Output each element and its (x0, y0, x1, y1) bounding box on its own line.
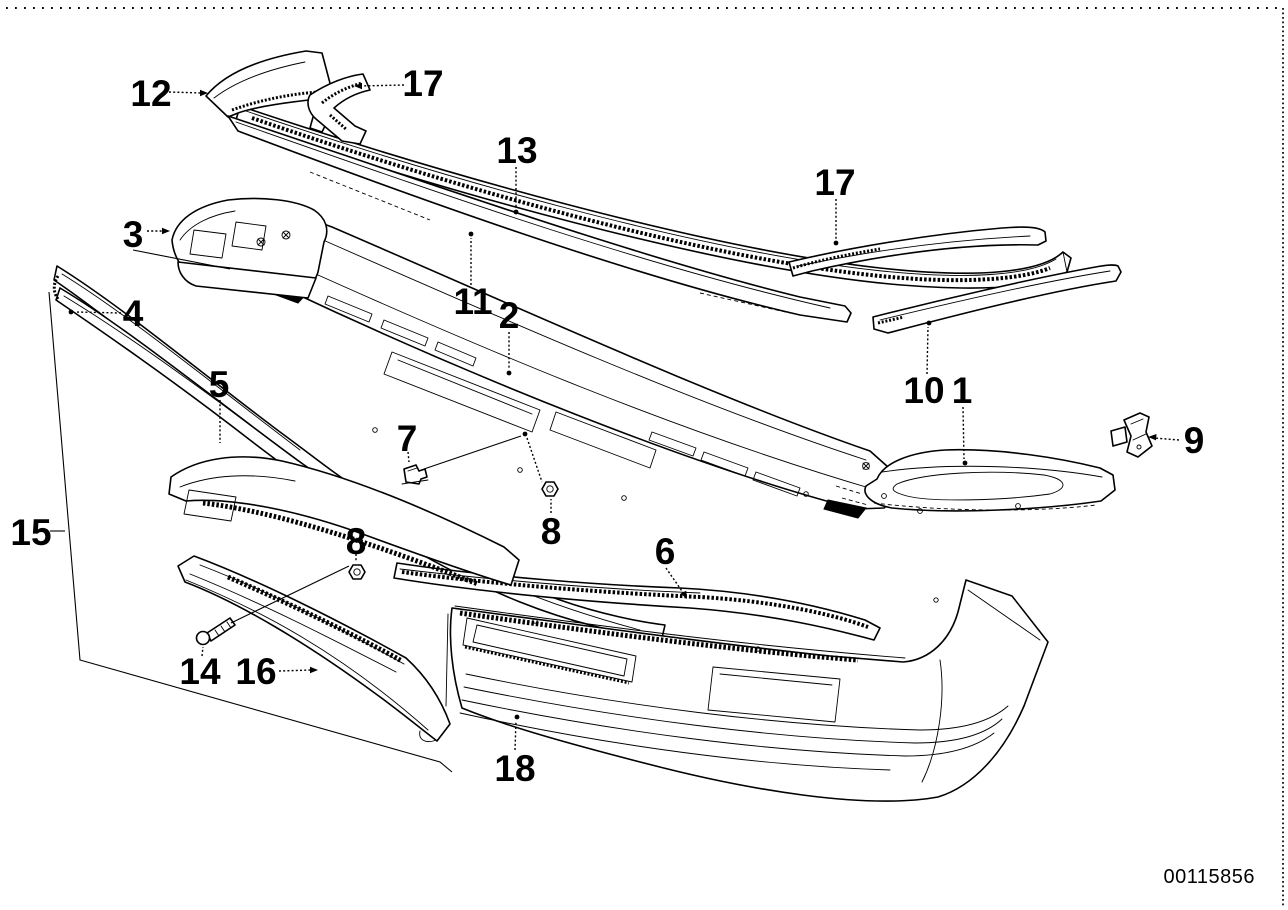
callout-3: 3 (123, 214, 144, 255)
callout-8-center: 8 (541, 511, 562, 552)
callout-17-right: 17 (814, 162, 855, 203)
part-9-bracket (1110, 412, 1153, 458)
part-7-clip (401, 464, 429, 485)
part-8-nut-center (541, 481, 559, 497)
callout-13: 13 (496, 130, 537, 171)
callout-4: 4 (123, 293, 144, 334)
part-1-end-piece-right (864, 448, 1116, 514)
callout-18: 18 (494, 748, 535, 789)
callout-14: 14 (179, 651, 221, 692)
part-14-screw (195, 617, 236, 646)
part-11-blade-strip (227, 115, 852, 323)
callout-12: 12 (130, 73, 171, 114)
callout-2: 2 (499, 295, 520, 336)
callout-1: 1 (952, 370, 973, 411)
part-17-corner-piece-left (307, 73, 371, 145)
callout-16: 16 (235, 651, 276, 692)
part-16-spoiler-lip (177, 555, 451, 742)
part-18-front-apron (445, 579, 1049, 802)
callout-10: 10 (903, 370, 944, 411)
callout-6: 6 (655, 531, 676, 572)
part-3-end-cap-left (171, 197, 328, 299)
callout-17-top-left: 17 (402, 63, 443, 104)
callout-5: 5 (209, 364, 230, 405)
part-15-extent-line (48, 291, 453, 773)
callout-15: 15 (10, 512, 51, 553)
part-8-nut-left (348, 564, 366, 580)
leader-lines (50, 82, 1180, 751)
callout-9: 9 (1184, 420, 1205, 461)
callout-7: 7 (397, 418, 418, 459)
left-corner-shell (168, 456, 520, 587)
callout-8-left: 8 (346, 521, 367, 562)
callout-11: 11 (453, 281, 492, 322)
part-17-corner-piece-right (788, 226, 1047, 277)
document-number: 00115856 (1164, 866, 1256, 888)
part-10-blade-strip (872, 264, 1122, 334)
callout-numbers: 12 17 13 17 3 4 11 2 5 7 10 1 9 8 8 15 6… (10, 63, 1204, 789)
